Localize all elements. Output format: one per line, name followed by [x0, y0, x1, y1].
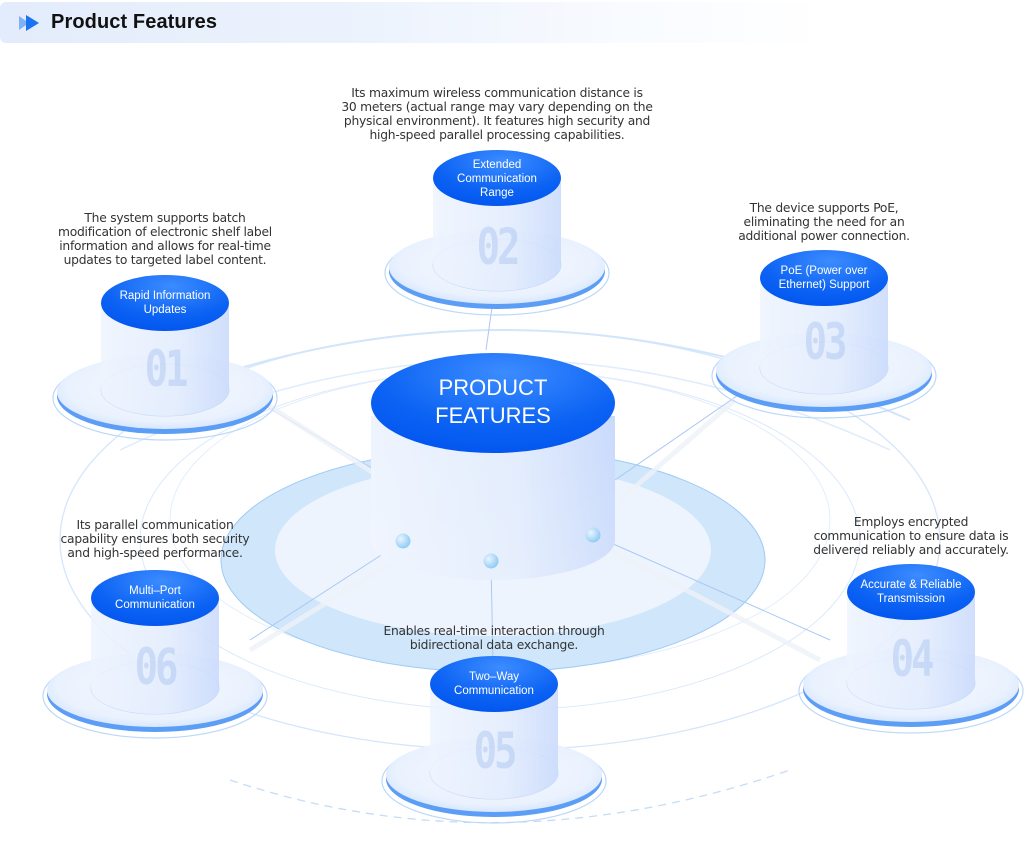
feature-title-line: PoE (Power over	[780, 265, 868, 277]
pillar-cap	[433, 150, 561, 206]
feature-description-line: The device supports PoE,	[749, 201, 899, 215]
double-play-arrow-icon	[19, 15, 39, 31]
feature-title-line: Updates	[143, 304, 187, 316]
feature-number: 03	[803, 313, 848, 371]
center-cap	[371, 353, 615, 453]
feature-title-line: Accurate & Reliable	[860, 579, 962, 591]
feature-description-line: The system supports batch	[84, 211, 246, 225]
feature-description-line: updates to targeted label content.	[63, 253, 267, 267]
feature-pillar-6	[42, 570, 268, 739]
feature-title-line: Communication	[115, 599, 195, 611]
node-ball	[585, 527, 601, 543]
feature-pillar-5	[381, 656, 607, 824]
feature-description-line: 30 meters (actual range may vary dependi…	[341, 100, 653, 114]
feature-description-line: bidirectional data exchange.	[409, 638, 579, 652]
feature-number: 02	[476, 218, 521, 276]
feature-description: The device supports PoE,eliminating the …	[709, 201, 939, 243]
feature-description-line: high-speed parallel processing capabilit…	[369, 128, 625, 142]
pillar-body	[847, 592, 975, 709]
pillar-cap	[91, 570, 219, 626]
feature-number: 06	[134, 638, 179, 696]
feature-pillar-2	[384, 150, 610, 316]
feature-pillar-4	[798, 564, 1024, 734]
section-title: Product Features	[51, 11, 218, 33]
feature-description-line: and high-speed performance.	[67, 546, 243, 560]
connector-nodes	[395, 527, 601, 569]
section-header: Product Features	[0, 2, 830, 43]
pillar-cap	[101, 275, 229, 331]
feature-pillar-3	[711, 250, 937, 419]
feature-title-line: Ethernet) Support	[778, 279, 870, 291]
feature-description-line: capability ensures both security	[60, 532, 250, 546]
feature-description-line: Employs encrypted	[853, 515, 969, 529]
feature-number: 04	[890, 630, 935, 688]
feature-description-line: eliminating the need for an	[743, 215, 905, 229]
feature-description: Its maximum wireless communication dista…	[332, 86, 662, 142]
feature-number: 01	[144, 340, 189, 398]
pillar-cap	[847, 564, 975, 620]
feature-description-line: modification of electronic shelf label	[58, 225, 272, 239]
pillar-cap	[430, 656, 558, 712]
center-title-line: PRODUCT	[438, 375, 548, 400]
pillar-body	[101, 303, 229, 416]
feature-pillar-1	[52, 275, 278, 441]
center-title-line: FEATURES	[435, 403, 551, 428]
feature-number: 05	[473, 722, 518, 780]
feature-title-line: Transmission	[877, 593, 945, 605]
feature-title-line: Multi–Port	[129, 585, 181, 597]
pillar-body	[760, 278, 888, 394]
pillar-cap	[760, 250, 888, 306]
feature-title-line: Two–Way	[468, 671, 520, 683]
pillar-body	[91, 598, 219, 714]
node-ball	[483, 553, 499, 569]
feature-description-line: Enables real-time interaction through	[383, 624, 605, 638]
feature-description-line: additional power connection.	[738, 229, 910, 243]
feature-description-line: physical environment). It features high …	[343, 114, 651, 128]
feature-description-line: Its parallel communication	[76, 518, 234, 532]
feature-description-line: Its maximum wireless communication dista…	[351, 86, 643, 100]
feature-description-line: delivered reliably and accurately.	[813, 543, 1009, 557]
feature-title-line: Communication	[457, 173, 537, 185]
feature-title-line: Extended	[472, 159, 522, 171]
feature-title-line: Communication	[454, 685, 534, 697]
feature-title-line: Rapid Information	[119, 290, 211, 302]
feature-description-line: information and allows for real-time	[59, 239, 271, 253]
center-title: PRODUCT FEATURES	[371, 374, 615, 430]
feature-description-line: communication to ensure data is	[813, 529, 1009, 543]
node-ball	[395, 533, 411, 549]
pillar-body	[433, 178, 561, 291]
center-cylinder	[371, 353, 615, 580]
feature-title-line: Range	[480, 187, 514, 199]
pillar-body	[430, 684, 558, 799]
